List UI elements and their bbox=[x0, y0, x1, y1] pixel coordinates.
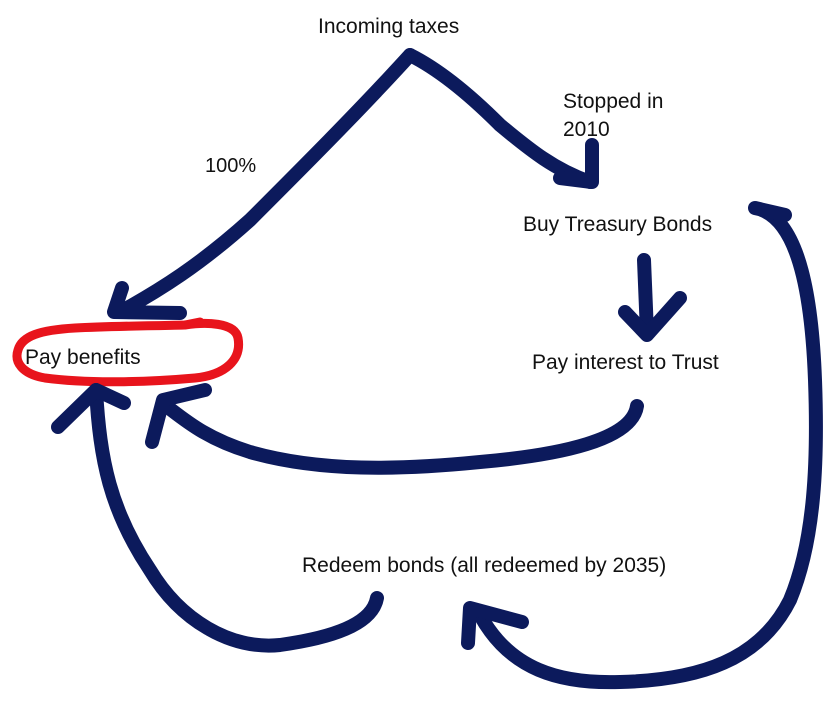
arrowhead-interest-to-benefits bbox=[145, 383, 212, 449]
node-pay-interest: Pay interest to Trust bbox=[532, 351, 719, 374]
arrowhead-bonds-to-redeem bbox=[461, 601, 529, 650]
arrow-interest-to-benefits bbox=[158, 398, 644, 475]
node-buy-treasury-bonds: Buy Treasury Bonds bbox=[523, 213, 713, 236]
arrowhead-redeem-to-benefits bbox=[51, 383, 131, 434]
highlight-ring bbox=[12, 317, 244, 387]
annotation-stopped-2010: Stopped in 2010 bbox=[563, 90, 664, 141]
arrow-redeem-to-benefits bbox=[89, 383, 384, 653]
arrowhead-bonds-to-interest bbox=[618, 291, 687, 342]
arrow-taxes-to-bonds bbox=[403, 48, 597, 189]
node-incoming-taxes: Incoming taxes bbox=[318, 15, 460, 38]
arrow-bonds-to-redeem bbox=[473, 203, 823, 690]
arrowhead-taxes-to-benefits bbox=[107, 281, 187, 320]
annotation-100-percent: 100% bbox=[205, 155, 257, 177]
arrow-tail-hook bbox=[748, 201, 792, 222]
arrow-taxes-to-benefits bbox=[113, 48, 417, 319]
arrowhead-taxes-to-bonds bbox=[553, 138, 599, 189]
node-pay-benefits: Pay benefits bbox=[25, 346, 141, 369]
arrow-bonds-to-interest bbox=[637, 253, 654, 340]
node-redeem-bonds: Redeem bonds (all redeemed by 2035) bbox=[302, 554, 667, 577]
